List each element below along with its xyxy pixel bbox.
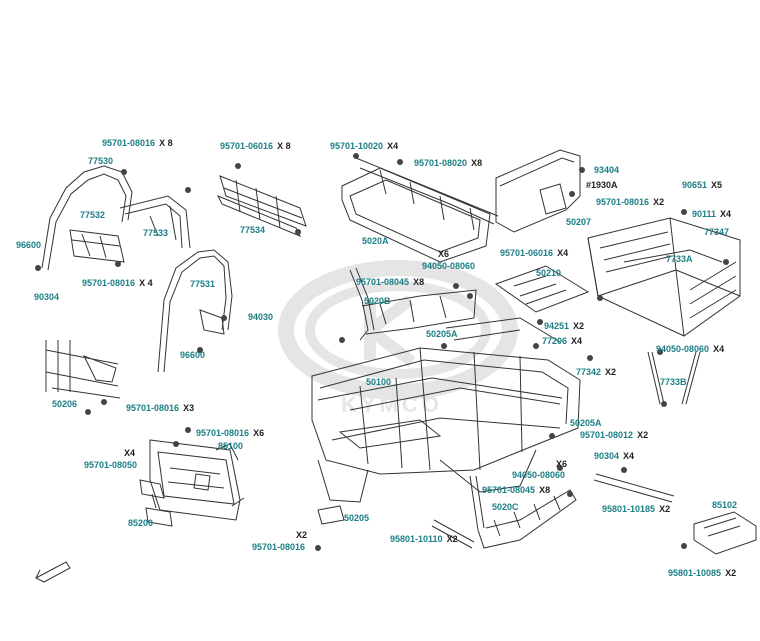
bolts-95801-10110	[432, 520, 474, 548]
part-label-50205a-bottom: 50205A	[570, 418, 602, 428]
part-label-5020b: 5020B	[364, 296, 391, 306]
part-label-95701-08016-bottom: 95701-08016	[252, 542, 306, 552]
part-label-77347: 77347	[704, 227, 730, 237]
part-label-96600-center: 96600	[180, 350, 206, 360]
front-arrow	[36, 562, 70, 582]
hardware-fasteners	[35, 153, 729, 551]
part-label-5020c: 5020C	[492, 502, 519, 512]
bracket-50207	[496, 150, 580, 232]
bracket-77534	[218, 176, 306, 236]
part-label-85200: 85200	[128, 518, 154, 528]
struts-7733b	[648, 352, 700, 404]
part-label-93404: 93404	[594, 165, 620, 175]
watermark-text: KYMCO	[341, 392, 443, 417]
part-label-94050-08060-top: 94050-08060	[422, 261, 476, 271]
roll-bar-77531	[158, 250, 232, 372]
qty-label-x6-bottom: X6	[556, 459, 568, 469]
part-label-7733b: 7733B	[660, 377, 687, 387]
part-label-90304-left: 90304	[34, 292, 60, 302]
part-label-96600-left: 96600	[16, 240, 42, 250]
bumper-85100	[150, 440, 244, 520]
qty-label-x4: X4	[124, 448, 136, 458]
frame-5020c	[470, 476, 576, 548]
part-label-50207: 50207	[566, 217, 592, 227]
part-label-77531: 77531	[190, 279, 216, 289]
part-label-95701-08050: 95701-08050	[84, 460, 138, 470]
part-label-77530: 77530	[88, 156, 114, 166]
part-label-77532: 77532	[80, 210, 106, 220]
part-label-77534: 77534	[240, 225, 266, 235]
frame-5020b	[350, 268, 476, 340]
part-50205	[318, 506, 344, 524]
frame-5020a	[342, 158, 498, 262]
part-label-77533: 77533	[143, 228, 169, 238]
kymco-watermark: KYMCO	[286, 268, 510, 417]
plate-85102	[694, 512, 756, 554]
part-label-50100: 50100	[366, 377, 392, 387]
part-label-5020a: 5020A	[362, 236, 389, 246]
bumper-mount-85200	[140, 480, 172, 526]
bolts-95801-10185	[594, 474, 674, 502]
part-label-94030: 94030	[248, 312, 274, 322]
part-label-85100: 85100	[218, 441, 244, 451]
part-label-7733a: 7733A	[666, 254, 693, 264]
part-label-50210: 50210	[536, 268, 562, 278]
main-frame-50100	[312, 318, 580, 502]
part-label-50205: 50205	[344, 513, 370, 523]
qty-label-x2: X2	[296, 530, 308, 540]
roll-bar-77530	[42, 166, 190, 270]
part-label-85102: 85102	[712, 500, 738, 510]
part-label-50205a-top: 50205A	[426, 329, 458, 339]
qty-label-x6-top: X6	[438, 249, 450, 259]
part-label-50206: 50206	[52, 399, 78, 409]
frame-section-50206	[46, 340, 120, 398]
plate-50210	[496, 266, 588, 312]
part-label-94050-08060-bottom: 94050-08060	[512, 470, 566, 480]
part-label-1930a: #1930A	[586, 180, 618, 190]
